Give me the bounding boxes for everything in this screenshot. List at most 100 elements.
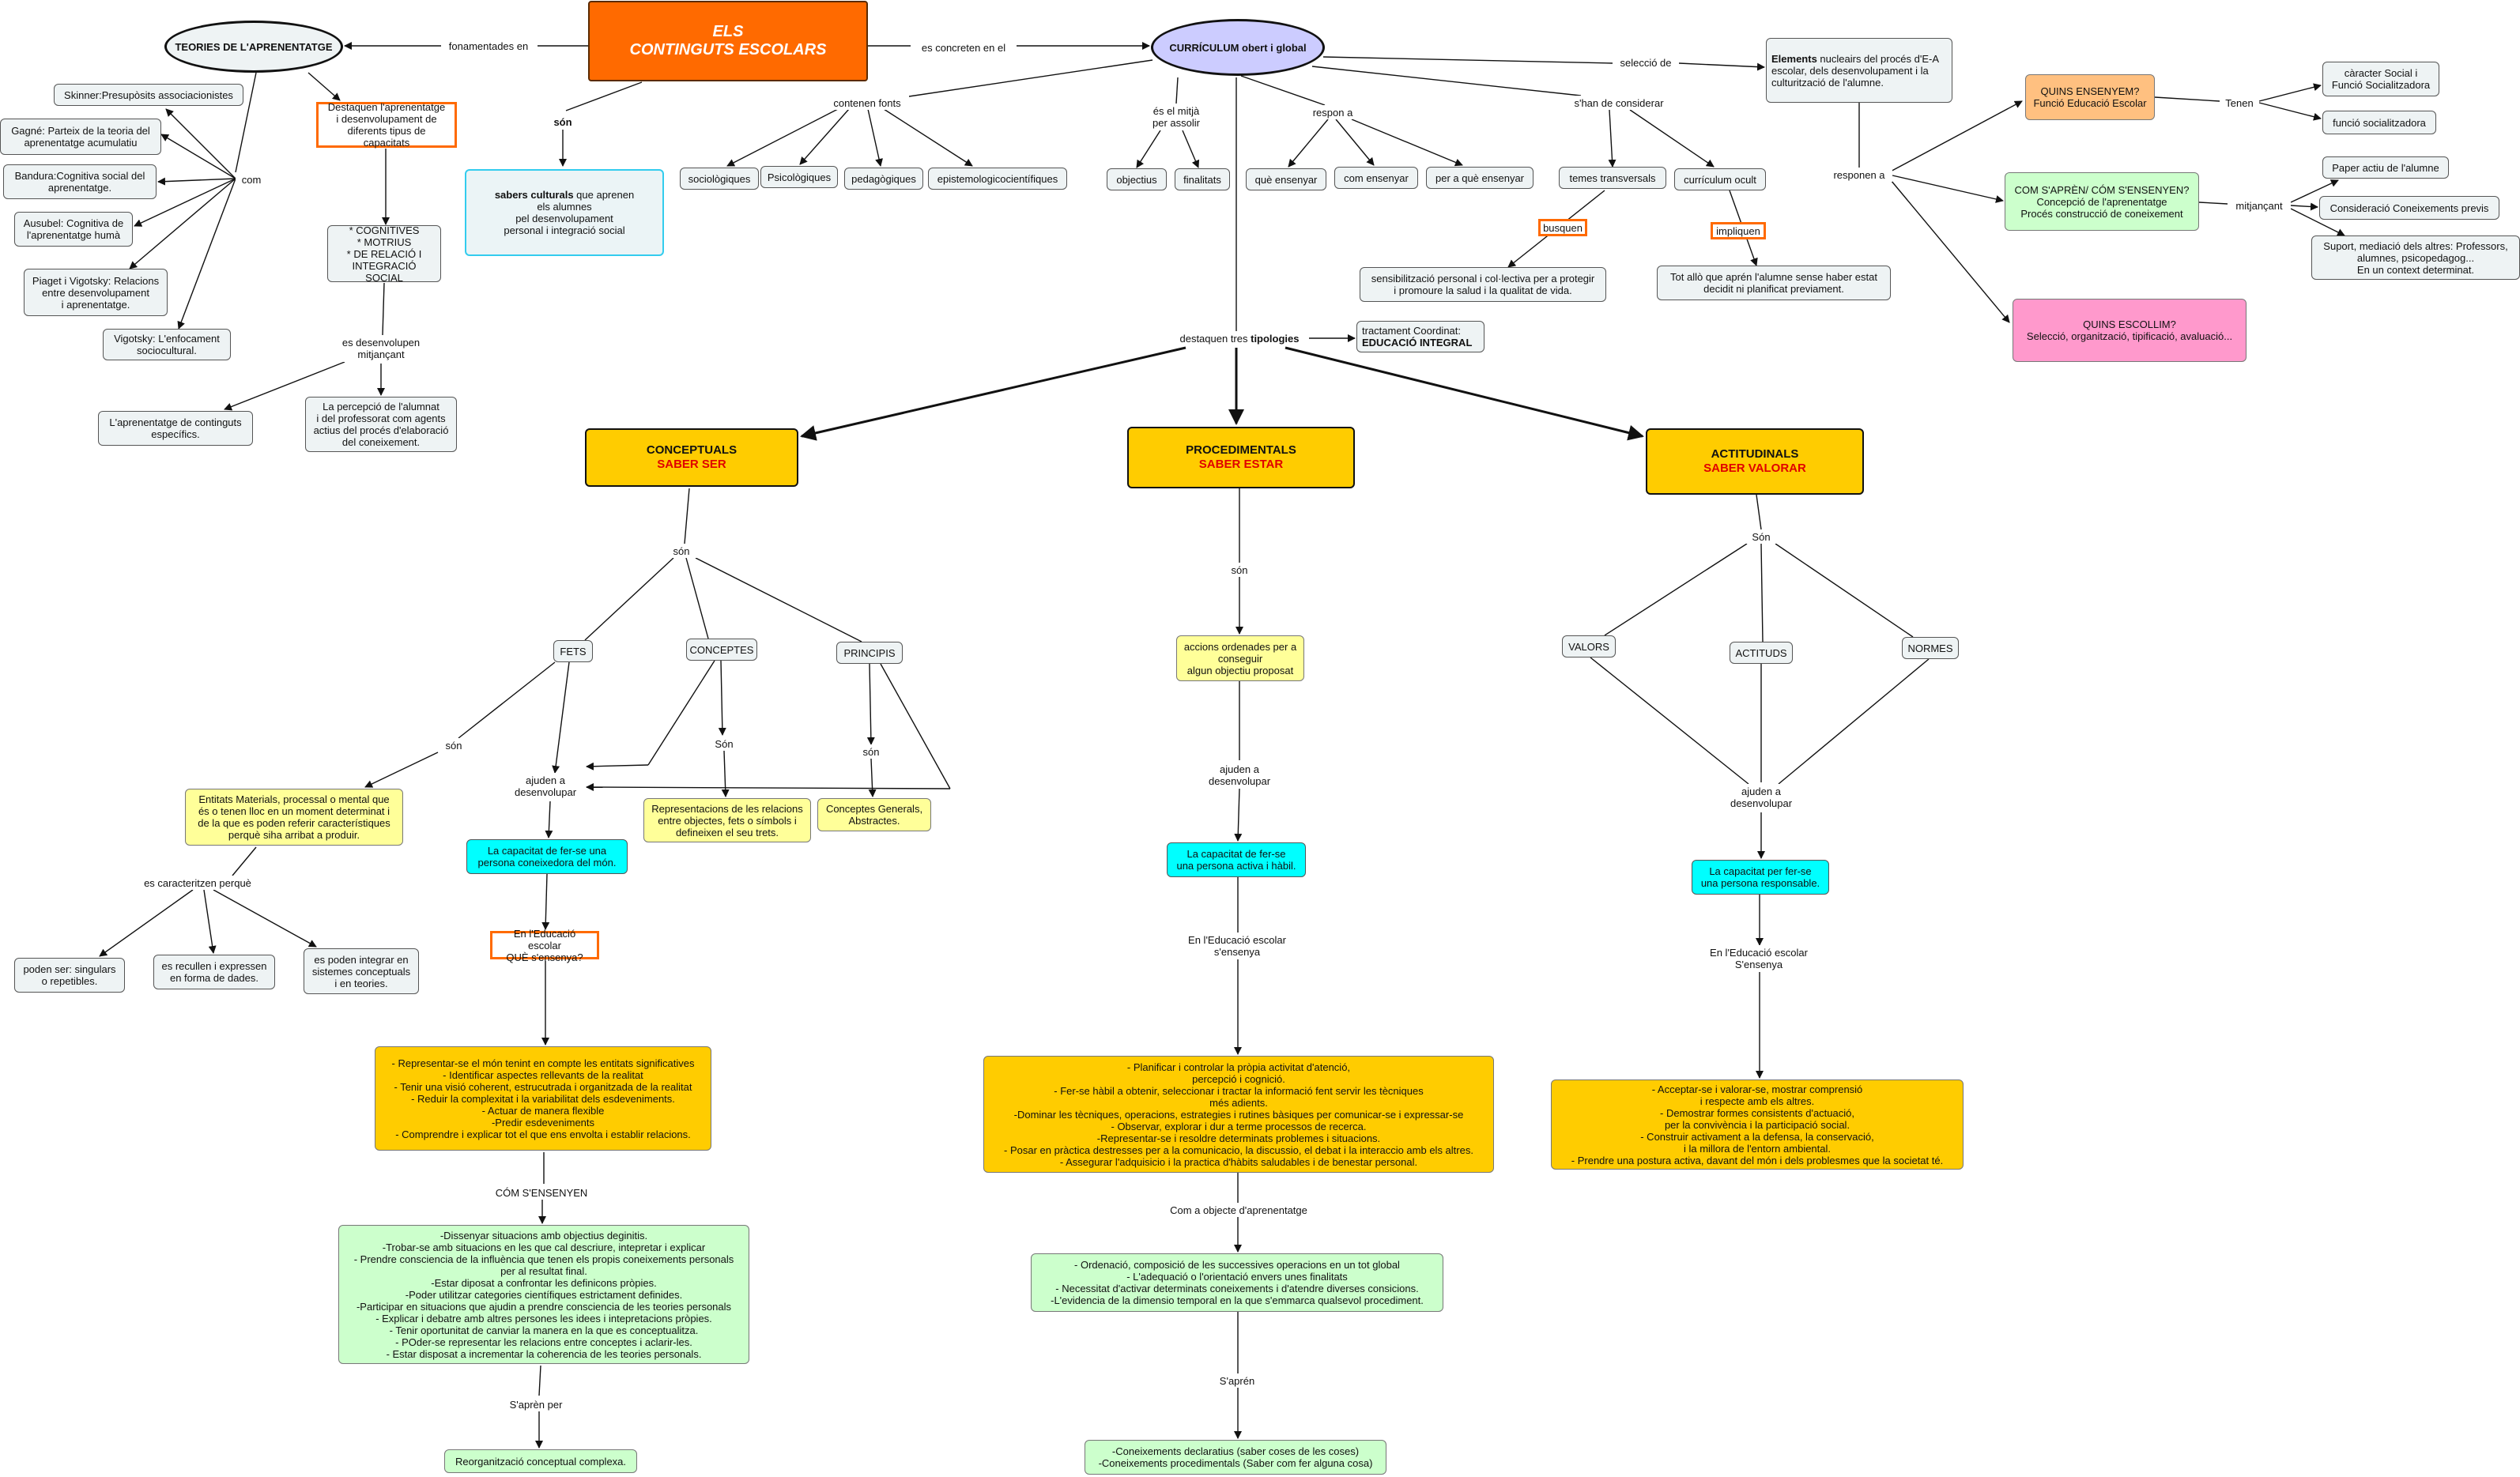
percepcio-box[interactable]: La percepció de l'alumnat i del professo…: [305, 397, 457, 452]
label-mitja: és el mitjà per assolir: [1140, 104, 1213, 130]
theory-bandura[interactable]: Bandura:Cognitiva social del aprenentatg…: [3, 164, 157, 199]
label-seleccio: selecció de: [1613, 55, 1679, 70]
connector-10: [165, 108, 236, 179]
procedimentals-how[interactable]: - Ordenació, composició de les successiv…: [1031, 1253, 1443, 1312]
singulars-box[interactable]: poden ser: singulars o repetibles.: [14, 958, 125, 993]
conceptuals-box[interactable]: CONCEPTUALS SABER SER: [585, 428, 798, 487]
connector-89: [1756, 494, 1762, 530]
sensibilitzacio-box[interactable]: sensibilització personal i col·lectiva p…: [1360, 267, 1606, 302]
font-sociologiques[interactable]: sociològiques: [680, 168, 759, 190]
theory-skinner[interactable]: Skinner:Presupòsits associacionistes: [54, 84, 243, 106]
connector-63: [721, 750, 730, 797]
procedimentals-son: són: [1224, 563, 1255, 577]
font-psicologiques[interactable]: Psicològiques: [760, 166, 838, 188]
aprenentatge-box[interactable]: L'aprenentatge de continguts específics.: [98, 411, 253, 446]
connector-73: [541, 873, 550, 930]
conceptuals-capacitat[interactable]: La capacitat de fer-se una persona conei…: [466, 839, 628, 874]
objectius-box[interactable]: objectius: [1107, 168, 1167, 190]
representacions-box[interactable]: Representacions de les relacions entre o…: [643, 798, 811, 842]
main-title[interactable]: ELS CONTINGUTS ESCOLARS: [588, 1, 868, 81]
conceptuals-what[interactable]: - Representar-se el món tenint en compte…: [375, 1046, 711, 1151]
reorganitzacio-box[interactable]: Reorganització conceptual complexa.: [444, 1449, 637, 1473]
actitudinals-sub: SABER VALORAR: [1703, 462, 1806, 475]
que-ensenyar-box[interactable]: què ensenyar: [1246, 168, 1326, 190]
integrar-box[interactable]: es poden integrar en sistemes conceptual…: [304, 948, 419, 994]
theory-ausubel[interactable]: Ausubel: Cognitiva de l'aprenentatge hum…: [14, 212, 133, 247]
actitudinals-what[interactable]: - Acceptar-se i valorar-se, mostrar comp…: [1551, 1079, 1964, 1170]
curriculum-ocult-box[interactable]: currículum ocult: [1674, 168, 1766, 190]
theories-ellipse[interactable]: TEORIES DE L'APRENENTATGE: [164, 21, 343, 73]
font-epistemologico[interactable]: epistemologicocientífiques: [928, 168, 1067, 190]
accions-box[interactable]: accions ordenades per a conseguir algun …: [1176, 635, 1304, 681]
connector-31: [1351, 119, 1463, 167]
principis-son: són: [855, 744, 887, 759]
generals-box[interactable]: Conceptes Generals, Abstractes.: [817, 798, 931, 831]
theory-piaget[interactable]: Piaget i Vigotsky: Relacions entre desen…: [24, 269, 168, 316]
actitudinals-ensenya: En l'Educació escolar S'ensenya: [1699, 945, 1818, 972]
actitudinals-capacitat[interactable]: La capacitat per fer-se una persona resp…: [1692, 860, 1829, 895]
com-ensenyar-box[interactable]: com ensenyar: [1334, 167, 1418, 189]
tractament-line1: tractament Coordinat:: [1362, 325, 1462, 337]
label-respon: respon a: [1306, 105, 1360, 119]
connector-67: [586, 783, 951, 792]
objecte-label: Com a objecte d'aprenentatge: [1160, 1203, 1317, 1217]
connector-60: [647, 660, 715, 766]
actituds-box[interactable]: ACTITUDS: [1730, 642, 1793, 664]
conceptuals-que-ensenya[interactable]: En l'Educació escolar QUÈ s'ensenya?: [490, 928, 599, 963]
connector-11: [160, 134, 236, 179]
temes-transversals-box[interactable]: temes transversals: [1559, 167, 1666, 189]
conceptes-box[interactable]: CONCEPTES: [686, 639, 757, 661]
font-pedagogiques[interactable]: pedagògiques: [844, 168, 923, 190]
connector-59: [552, 661, 570, 774]
suport-box[interactable]: Suport, mediació dels altres: Professors…: [2311, 235, 2520, 280]
conceptuals-sub: SABER SER: [657, 458, 726, 471]
fets-box[interactable]: FETS: [553, 640, 593, 662]
social-box[interactable]: càracter Social i Funció Socialitzadora: [2322, 62, 2439, 96]
actitudinals-box[interactable]: ACTITUDINALS SABER VALORAR: [1646, 428, 1864, 495]
connector-39: [1892, 175, 2004, 203]
ocult-text-box[interactable]: Tot allò que aprén l'alumne sense haber …: [1657, 266, 1891, 300]
elements-text: Elements nucleairs del procés d'E-A esco…: [1771, 53, 1947, 89]
procedimentals-ensenya: En l'Educació escolar s'ensenya: [1178, 933, 1296, 959]
per-a-que-box[interactable]: per a què ensenyar: [1426, 167, 1534, 189]
procedimentals-capacitat[interactable]: La capacitat de fer-se una persona activ…: [1167, 842, 1306, 877]
principis-box[interactable]: PRINCIPIS: [836, 642, 903, 664]
quins-ensenyem-box[interactable]: QUINS ENSENYEM? Funció Educació Escolar: [2025, 74, 2155, 120]
sabers-culturals-box[interactable]: sabers culturals que aprenen els alumnes…: [465, 169, 664, 256]
quins-escollim-box[interactable]: QUINS ESCOLLIM? Selecció, organització, …: [2013, 299, 2246, 362]
funcio-box[interactable]: funció socialitzadora: [2322, 111, 2436, 134]
destaquen-box[interactable]: Destaquen l'aprenentatge i desenvolupame…: [316, 101, 457, 149]
connector-20: [908, 59, 1153, 97]
label-contenen: contenen fonts: [825, 96, 909, 110]
actitudinals-son: Són: [1745, 529, 1777, 544]
connector-9: [307, 72, 341, 101]
connector-55: [685, 557, 709, 639]
curriculum-ellipse[interactable]: CURRÍCULUM obert i global: [1151, 19, 1325, 76]
paper-actiu-box[interactable]: Paper actiu de l'alumne: [2322, 156, 2449, 179]
connector-62: [718, 660, 726, 736]
theory-vigotsky[interactable]: Vigotsky: L'enfocament sociocultural.: [103, 329, 231, 360]
theory-gagne[interactable]: Gagné: Parteix de la teoria del aprenent…: [0, 119, 161, 155]
finalitats-box[interactable]: finalitats: [1175, 168, 1230, 190]
connector-69: [99, 889, 194, 957]
tractament-box[interactable]: tractament Coordinat:EDUCACIÓ INTEGRAL: [1356, 321, 1484, 352]
elements-box[interactable]: Elements nucleairs del procés d'E-A esco…: [1766, 38, 1952, 103]
capacitats-box[interactable]: * COGNITIVES * MOTRIUS * DE RELACIÓ I IN…: [327, 224, 441, 284]
label-destaquen: destaquen tres tipologies: [1170, 331, 1309, 345]
connector-68: [232, 846, 257, 876]
connector-77: [538, 1365, 541, 1396]
connector-28: [1240, 75, 1326, 106]
normes-box[interactable]: NORMES: [1902, 637, 1959, 659]
label-considerar: s'han de considerar: [1562, 96, 1676, 110]
valors-box[interactable]: VALORS: [1562, 635, 1616, 657]
recullen-box[interactable]: es recullen i expressen en forma de dade…: [153, 955, 275, 989]
entitats-box[interactable]: Entitats Materials, processal o mental q…: [185, 789, 403, 846]
com-aprenen-box[interactable]: COM S'APRÈN/ CÓM S'ENSENYEN? Concepció d…: [2005, 172, 2199, 231]
coneixements-previs-box[interactable]: Consideració Coneixements previs: [2319, 196, 2499, 220]
procedimentals-apren: S'aprén: [1209, 1373, 1265, 1388]
procedimentals-box[interactable]: PROCEDIMENTALS SABER ESTAR: [1127, 427, 1355, 488]
procedimentals-what[interactable]: - Planificar i controlar la pròpia activ…: [983, 1056, 1494, 1173]
coneixements-box[interactable]: -Coneixements declaratius (saber coses d…: [1085, 1440, 1386, 1475]
conceptuals-how[interactable]: -Dissenyar situacions amb objectius degi…: [338, 1225, 749, 1364]
